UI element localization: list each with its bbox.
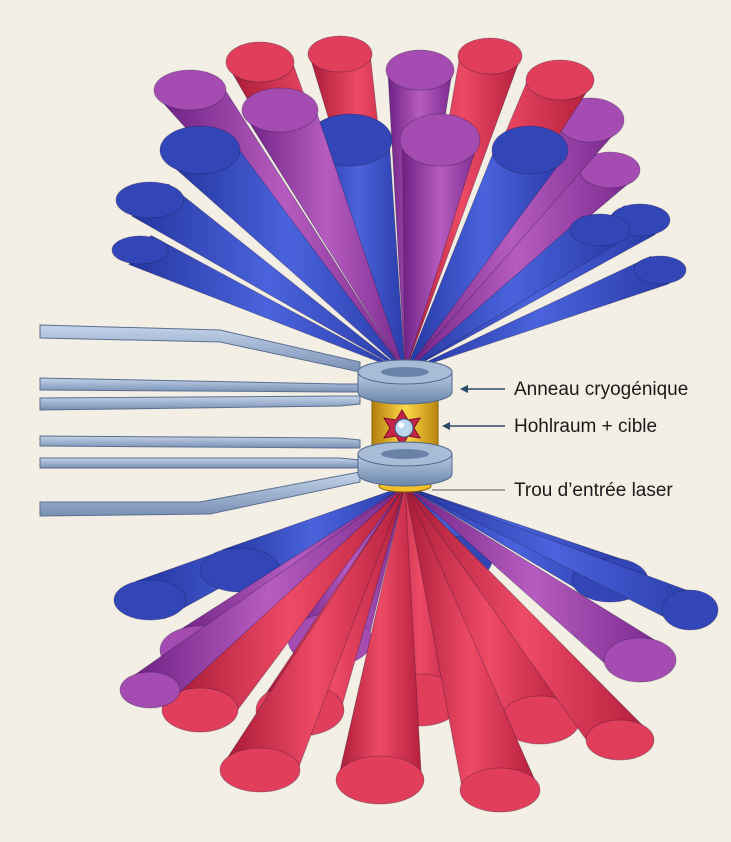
cooling-arm [40, 378, 360, 392]
laser-beam-cone-end [492, 126, 568, 174]
laser-beam-cone-end [114, 580, 186, 620]
cooling-arms [40, 325, 360, 516]
callout-laser-entrance-hole: Trou d’entrée laser [432, 480, 673, 501]
laser-beam-cone-end [526, 60, 594, 100]
laser-beam-cone-end [154, 70, 226, 110]
cooling-arm [40, 472, 360, 516]
laser-beam-cone-end [604, 638, 676, 682]
laser-beam-cone-end [242, 88, 318, 132]
laser-beam-cone-end [160, 126, 240, 174]
upper-laser-beam-cones [112, 36, 686, 372]
laser-beam-cone-end [458, 38, 522, 74]
cooling-arm [40, 396, 360, 410]
laser-beam-cone-end [220, 748, 300, 792]
cooling-arm [40, 436, 360, 448]
callout-cryogenic-ring: Anneau cryogénique [460, 379, 688, 400]
label-hohlraum-target: Hohlraum + cible [514, 416, 657, 437]
target-assembly [358, 360, 452, 492]
laser-beam-cone-end [586, 720, 654, 760]
laser-beam-cone-end [112, 236, 168, 264]
label-cryogenic-ring: Anneau cryogénique [514, 379, 688, 400]
laser-beam-cone-end [116, 182, 184, 218]
cryogenic-ring-bottom [358, 442, 452, 486]
laser-beam-cone-end [662, 590, 718, 630]
laser-beam-cone-end [226, 42, 294, 82]
laser-beam-cone-end [460, 768, 540, 812]
laser-beam-cone-end [336, 756, 424, 804]
lower-laser-beam-cones [114, 486, 718, 812]
laser-beam-cone-end [570, 214, 630, 246]
cooling-arm [40, 458, 360, 468]
label-laser-entrance-hole: Trou d’entrée laser [514, 480, 673, 501]
cryogenic-ring-top [358, 360, 452, 404]
laser-beam-cone-end [400, 114, 480, 166]
laser-beam-cone-end [634, 256, 686, 284]
laser-beam-cone-end [386, 50, 454, 90]
laser-beam-cone-end [120, 672, 180, 708]
laser-beam-cone-end [308, 36, 372, 72]
callout-hohlraum-target: Hohlraum + cible [442, 416, 657, 437]
